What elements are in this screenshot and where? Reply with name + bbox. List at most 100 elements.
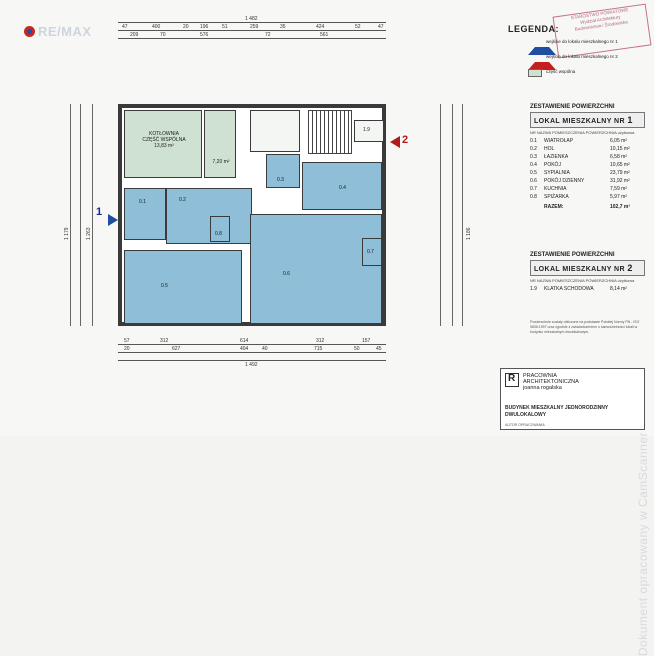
dim-total-top: 1 482 bbox=[245, 16, 258, 22]
room-name: KLATKA SCHODOWA bbox=[544, 286, 594, 292]
room-area: 23,79 m² bbox=[610, 170, 630, 176]
room-area: 10,15 m² bbox=[610, 146, 630, 152]
dim-label: 209 bbox=[130, 32, 139, 38]
room-bath-upper bbox=[250, 110, 300, 152]
total-value: 102,7 m² bbox=[610, 204, 631, 210]
room-1-9-label: 1.9 bbox=[363, 127, 370, 133]
column-headers: NR NAZWA POMIESZCZENIA POWIERZCHNIA użyt… bbox=[530, 278, 645, 283]
room-0-6-label: 0.6 bbox=[283, 271, 290, 277]
room-0-3: 0.3 bbox=[266, 154, 300, 188]
right-dim-line bbox=[440, 104, 441, 326]
room-0-6: 0.6 bbox=[250, 214, 382, 324]
dim-label: 400 bbox=[152, 24, 161, 30]
dim-label: 561 bbox=[320, 32, 329, 38]
room-name: ŁAZIENKA bbox=[544, 154, 569, 160]
room-0-2-label: 0.2 bbox=[179, 197, 186, 203]
bottom-dim-line-3 bbox=[118, 352, 386, 353]
dim-label: 70 bbox=[160, 32, 166, 38]
room-row: 0.5 SYPIALNIA 23,79 m² bbox=[530, 170, 645, 178]
top-dim-line-2 bbox=[118, 30, 386, 31]
summary-title: ZESTAWIENIE POWIERZCHNI bbox=[530, 252, 615, 258]
dim-label: 614 bbox=[240, 338, 249, 344]
scanner-watermark: Dokument opracowany w CamScanner bbox=[636, 432, 650, 656]
room-0-1: 0.1 bbox=[124, 188, 166, 240]
dim-label: 627 bbox=[172, 346, 181, 352]
firm-line: ARCHITEKTONICZNA bbox=[523, 379, 579, 385]
legend-item: wejście do lokalu mieszkalnego nr 2 bbox=[508, 52, 648, 70]
room-area: 8,14 m² bbox=[610, 286, 627, 292]
room-nr: 0.6 bbox=[530, 178, 537, 184]
room-nr: 0.8 bbox=[530, 194, 537, 200]
room-1-9: 1.9 bbox=[354, 120, 384, 142]
dim-label: 50 bbox=[354, 346, 360, 352]
area-summary-unit-1: ZESTAWIENIE POWIERZCHNI LOKAL MIESZKALNY… bbox=[530, 104, 645, 213]
room-name: POKÓJ bbox=[544, 162, 561, 168]
area-summary-unit-2: ZESTAWIENIE POWIERZCHNI LOKAL MIESZKALNY… bbox=[530, 252, 645, 294]
right-dim-line-2 bbox=[452, 104, 453, 326]
dim-label: 404 bbox=[240, 346, 249, 352]
unit-header: LOKAL MIESZKALNY NR 1 bbox=[530, 112, 645, 128]
entry-1-label: 1 bbox=[96, 206, 103, 218]
firm-line: PRACOWNIA bbox=[523, 373, 557, 379]
room-area: 7,59 m² bbox=[610, 186, 627, 192]
brand-name: RE/MAX bbox=[38, 24, 92, 39]
legend: LEGENDA: wejście do lokalu mieszkalnego … bbox=[508, 24, 648, 79]
room-area: 10,65 m² bbox=[610, 162, 630, 168]
room-name: SYPIALNIA bbox=[544, 170, 570, 176]
dim-label: 424 bbox=[316, 24, 325, 30]
room-0-2: 0.2 bbox=[166, 188, 252, 244]
unit-label: LOKAL MIESZKALNY NR bbox=[534, 118, 625, 125]
top-dim-line bbox=[118, 22, 386, 23]
col-nr: NR bbox=[530, 130, 536, 135]
room-nr: 0.1 bbox=[530, 138, 537, 144]
room-0-1-label: 0.1 bbox=[139, 199, 146, 205]
room-row: 1.9 KLATKA SCHODOWA 8,14 m² bbox=[530, 286, 645, 294]
col-name: NAZWA POMIESZCZENIA bbox=[536, 130, 585, 135]
firm-line: joanna rogalska bbox=[523, 385, 562, 391]
room-0-5: 0.5 bbox=[124, 250, 242, 324]
dim-label: 20 bbox=[124, 346, 130, 352]
legend-item-label: wejście do lokalu mieszkalnego nr 2 bbox=[546, 54, 618, 59]
room-0-8: 0.8 bbox=[210, 216, 230, 242]
project-title-line: BUDYNEK MIESZKALNY JEDNORODZINNY bbox=[505, 405, 609, 411]
entry-2-label: 2 bbox=[402, 134, 409, 146]
room-0-7: 0.7 bbox=[362, 238, 382, 266]
room-nr: 1.9 bbox=[530, 286, 537, 292]
left-dim-line-2 bbox=[80, 104, 81, 326]
staircase bbox=[308, 110, 352, 154]
legend-item: część wspólna bbox=[508, 67, 648, 79]
room-nr: 0.5 bbox=[530, 170, 537, 176]
room-area: 6,05 m² bbox=[610, 138, 627, 144]
room-0-7-label: 0.7 bbox=[367, 249, 374, 255]
room-area: 6,58 m² bbox=[610, 154, 627, 160]
dim-label: 57 bbox=[124, 338, 130, 344]
room-boiler: KOTŁOWNIA CZĘŚĆ WSPÓLNA 13,83 m² bbox=[124, 110, 202, 178]
firm-logo-icon bbox=[505, 373, 519, 387]
dim-label: 47 bbox=[122, 24, 128, 30]
project-title: BUDYNEK MIESZKALNY JEDNORODZINNY DWULOKA… bbox=[505, 405, 608, 418]
project-title-line: DWULOKALOWY bbox=[505, 411, 547, 418]
room-list: 1.9 KLATKA SCHODOWA 8,14 m² bbox=[530, 286, 645, 294]
room-common-small-label: 7,20 m² bbox=[212, 159, 230, 165]
dim-right-total: 1 186 bbox=[466, 227, 472, 240]
room-0-5-label: 0.5 bbox=[161, 283, 168, 289]
summary-title: ZESTAWIENIE POWIERZCHNI bbox=[530, 104, 615, 110]
total-row: RAZEM: 102,7 m² bbox=[530, 204, 645, 213]
room-name: WIATROŁAP bbox=[544, 138, 574, 144]
dim-label: 47 bbox=[378, 24, 384, 30]
dim-label: 40 bbox=[262, 346, 268, 352]
room-name: KUCHNIA bbox=[544, 186, 567, 192]
right-dim-line-3 bbox=[462, 104, 463, 326]
room-name: HOL bbox=[544, 146, 555, 152]
dim-label: 51 bbox=[222, 24, 228, 30]
floor-plan-sheet: RE/MAX 1 482 47 400 20 196 51 259 35 424… bbox=[0, 0, 654, 436]
dim-label: 35 bbox=[280, 24, 286, 30]
unit-number: 1 bbox=[627, 115, 633, 125]
col-area: POWIERZCHNIA użytkowa bbox=[585, 278, 635, 283]
dim-label: 45 bbox=[376, 346, 382, 352]
unit-label: LOKAL MIESZKALNY NR bbox=[534, 266, 625, 273]
room-boiler-label: KOTŁOWNIA CZĘŚĆ WSPÓLNA 13,83 m² bbox=[142, 131, 186, 149]
